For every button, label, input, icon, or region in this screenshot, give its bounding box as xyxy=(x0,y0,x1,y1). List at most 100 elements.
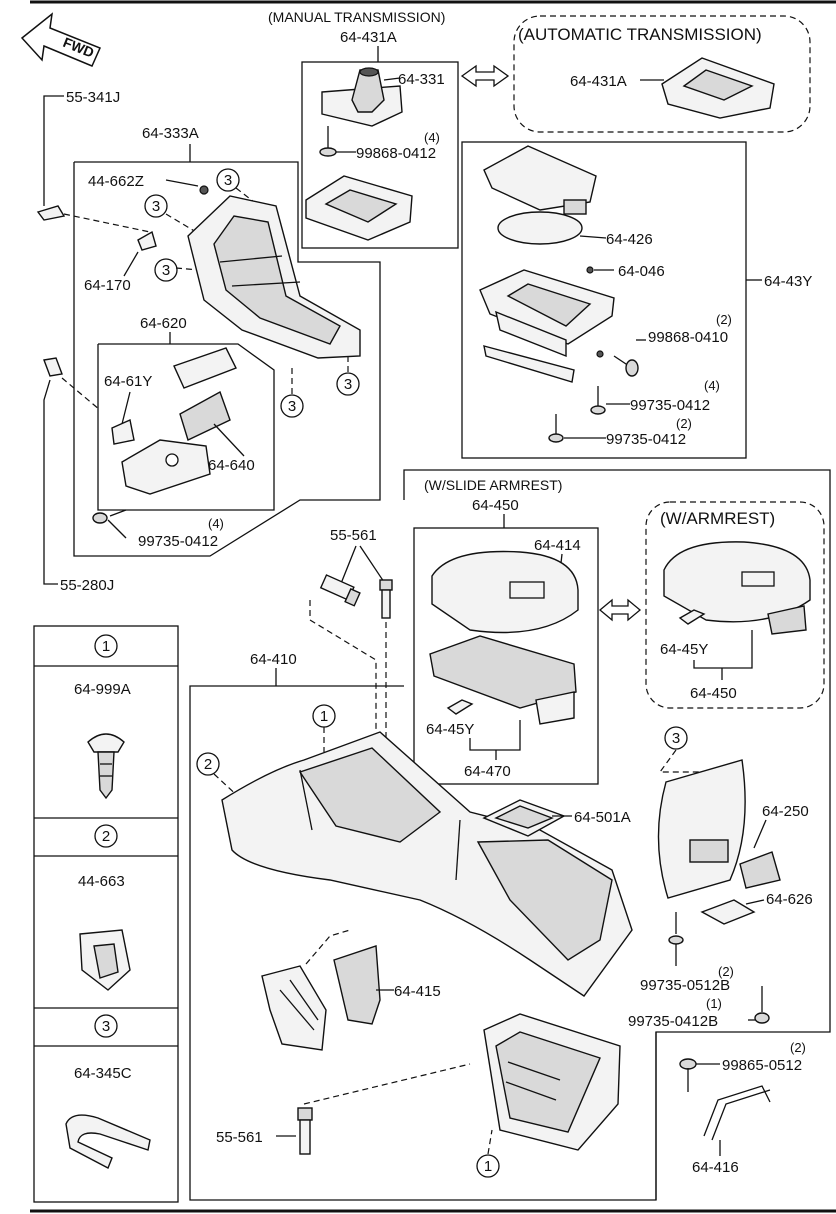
armrest-label: (W/ARMREST) xyxy=(660,509,775,528)
screw-icon xyxy=(548,414,564,443)
bolt-icon xyxy=(379,579,393,619)
clip-64-45y-b-icon xyxy=(678,609,706,625)
svg-text:1: 1 xyxy=(484,1158,492,1175)
callout-64-170: 64-170 xyxy=(84,277,131,294)
callout-64-416: 64-416 xyxy=(692,1159,739,1176)
callout-99868-0412: 99868-0412 xyxy=(356,145,436,162)
qty-99735-0512b: (2) xyxy=(718,964,734,979)
callout-64-450-b: 64-450 xyxy=(690,685,737,702)
callout-64-431a-auto: 64-431A xyxy=(570,73,627,90)
callout-99735-0412b: 99735-0412B xyxy=(628,1013,718,1030)
svg-text:2: 2 xyxy=(204,756,212,773)
lower-bin-illustration xyxy=(483,1013,621,1151)
slide-armrest-label: (W/SLIDE ARMREST) xyxy=(424,477,562,493)
qty-99735-0412-left: (4) xyxy=(208,516,224,531)
bracket-64-416-illustration xyxy=(703,1085,771,1141)
ref-circle-2: 2 xyxy=(196,752,220,776)
svg-text:3: 3 xyxy=(344,376,352,393)
clip-55-341j-illustration xyxy=(36,205,66,221)
callout-99735-0412-a: 99735-0412 xyxy=(630,397,710,414)
callout-64-410: 64-410 xyxy=(250,651,297,668)
svg-text:3: 3 xyxy=(288,398,296,415)
clip-64-046-icon xyxy=(586,266,594,274)
clip-55-280j-illustration xyxy=(43,357,63,377)
retainer-64-626-illustration xyxy=(700,899,756,925)
manual-bezel-illustration xyxy=(305,175,413,241)
svg-text:3: 3 xyxy=(102,1018,110,1035)
ref-circle-3: 3 xyxy=(154,258,178,282)
armrest-lid-illustration xyxy=(431,550,579,634)
callout-55-341j: 55-341J xyxy=(66,89,120,106)
ref-circle-3: 3 xyxy=(144,194,168,218)
legend-part-64-345c: 64-345C xyxy=(74,1065,132,1082)
callout-55-280j: 55-280J xyxy=(60,577,114,594)
qty-99868-0412: (4) xyxy=(424,130,440,145)
callout-99735-0512b: 99735-0512B xyxy=(640,977,730,994)
callout-64-626: 64-626 xyxy=(766,891,813,908)
qty-99865-0512: (2) xyxy=(790,1040,806,1055)
callout-64-45y-a: 64-45Y xyxy=(426,721,474,738)
bracket-64-415-illustration xyxy=(261,945,381,1051)
group-64-620-outline xyxy=(97,343,275,511)
alternative-arrow-icon xyxy=(460,64,510,88)
ref-circle-1: 1 xyxy=(476,1154,500,1178)
legend-ref-3: 3 xyxy=(94,1014,118,1038)
bolt-icon xyxy=(319,574,361,607)
callout-64-640: 64-640 xyxy=(208,457,255,474)
fwd-arrow-icon: FWD xyxy=(20,12,102,67)
switch-unit-illustration xyxy=(121,347,237,495)
svg-text:3: 3 xyxy=(224,172,232,189)
svg-text:3: 3 xyxy=(672,730,680,747)
center-console-illustration xyxy=(221,731,633,997)
spring-clip-icon xyxy=(65,1114,151,1169)
callout-99735-0412-b: 99735-0412 xyxy=(606,431,686,448)
shifter-panel-illustration xyxy=(187,195,361,359)
svg-text:3: 3 xyxy=(162,262,170,279)
slide-mechanism-illustration xyxy=(429,635,577,725)
legend-ref-2: 2 xyxy=(94,824,118,848)
auto-bezel-illustration xyxy=(661,57,775,119)
qty-99868-0410: (2) xyxy=(716,312,732,327)
callout-64-620: 64-620 xyxy=(140,315,187,332)
callout-99735-0412-left: 99735-0412 xyxy=(138,533,218,550)
callout-64-333a: 64-333A xyxy=(142,125,199,142)
qty-99735-0412-a: (4) xyxy=(704,378,720,393)
screw-icon xyxy=(319,126,337,157)
manual-shift-box xyxy=(301,61,459,249)
callout-64-61y: 64-61Y xyxy=(104,373,152,390)
side-trim-illustration xyxy=(657,759,746,899)
svg-text:2: 2 xyxy=(102,828,110,845)
group-64-333a-outline xyxy=(73,161,381,557)
screw-icon xyxy=(668,912,684,945)
legend-part-44-663: 44-663 xyxy=(78,873,125,890)
callout-64-046: 64-046 xyxy=(618,263,665,280)
harness-64-61y-illustration xyxy=(111,419,135,445)
screw-icon xyxy=(754,986,770,1024)
group-64-43y-outline xyxy=(461,141,747,459)
screw-icon xyxy=(590,386,606,415)
qty-99735-0412b: (1) xyxy=(706,996,722,1011)
slide-armrest-box xyxy=(413,527,599,785)
manual-transmission-label: (MANUAL TRANSMISSION) xyxy=(268,9,445,25)
clip-64-170-illustration xyxy=(137,230,157,251)
callout-64-426: 64-426 xyxy=(606,231,653,248)
callout-44-662z: 44-662Z xyxy=(88,173,144,190)
armrest-box xyxy=(645,501,825,709)
fastener-legend-table: 1 64-999A 2 44-663 3 64-345C xyxy=(33,625,179,1203)
ref-circle-3: 3 xyxy=(336,372,360,396)
cover-64-250-illustration xyxy=(739,851,781,889)
qty-99735-0412-b: (2) xyxy=(676,416,692,431)
callout-55-561-bottom: 55-561 xyxy=(216,1129,263,1146)
ref-circle-3: 3 xyxy=(664,726,688,750)
svg-text:3: 3 xyxy=(152,198,160,215)
callout-64-470: 64-470 xyxy=(464,763,511,780)
callout-64-43y: 64-43Y xyxy=(764,273,812,290)
callout-64-415: 64-415 xyxy=(394,983,441,1000)
svg-text:1: 1 xyxy=(102,638,110,655)
screw-icon xyxy=(613,355,639,377)
callout-64-431a-manual: 64-431A xyxy=(340,29,397,46)
ref-circle-3: 3 xyxy=(280,394,304,418)
automatic-shift-box xyxy=(513,15,811,133)
mat-64-426-illustration xyxy=(497,211,583,245)
